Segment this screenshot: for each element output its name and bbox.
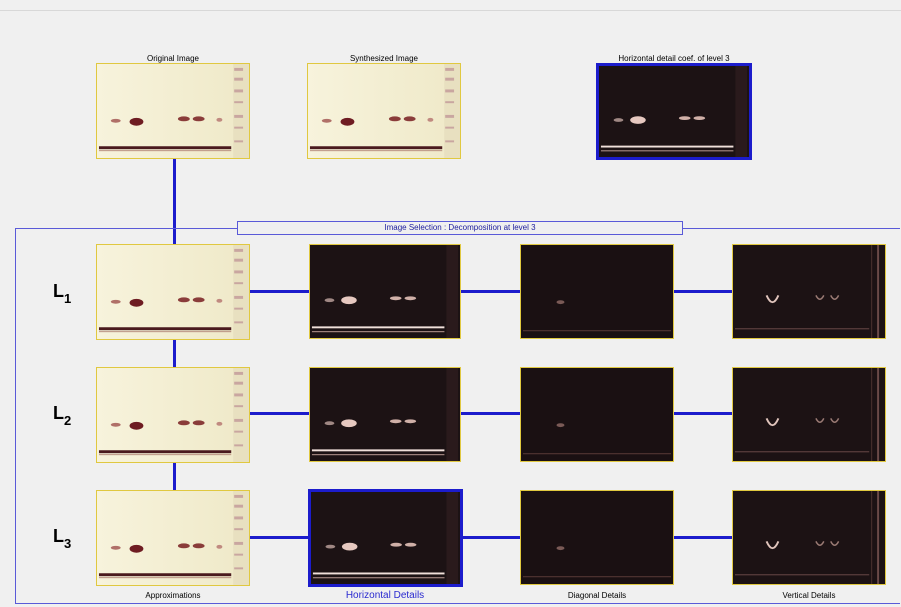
level-2-label: L2 (53, 403, 72, 428)
connector-r3-a-h (250, 536, 309, 539)
connector-r2-a-h (250, 412, 309, 415)
synthesized-image[interactable] (307, 63, 461, 159)
horizontal-detail-level3[interactable] (308, 489, 463, 587)
connector-r3-d-v (674, 536, 732, 539)
diagonal-detail-level2[interactable] (520, 367, 674, 462)
diagonal-detail-level3[interactable] (520, 490, 674, 585)
approximations-caption: Approximations (145, 591, 201, 600)
horizontal-detail-level3-image[interactable] (596, 63, 752, 160)
vertical-detail-level1[interactable] (732, 244, 886, 339)
vertical-detail-level3[interactable] (732, 490, 886, 585)
image-selection-title: Image Selection : Decomposition at level… (237, 221, 683, 235)
connector-original-to-l1 (173, 159, 176, 245)
original-image-title: Original Image (146, 54, 200, 63)
approximation-level3[interactable] (96, 490, 250, 586)
connector-r3-h-d (461, 536, 520, 539)
approximation-level2[interactable] (96, 367, 250, 463)
vertical-detail-level2[interactable] (732, 367, 886, 462)
connector-r2-d-v (674, 412, 732, 415)
diagonal-details-caption: Diagonal Details (567, 591, 627, 600)
connector-r2-h-d (461, 412, 520, 415)
level-1-label: L1 (53, 281, 72, 306)
horizontal-detail-level2[interactable] (309, 367, 461, 462)
connector-a2-a3 (173, 461, 176, 491)
synthesized-image-title: Synthesized Image (349, 54, 419, 63)
connector-r1-h-d (461, 290, 520, 293)
level-3-label: L3 (53, 526, 72, 551)
vertical-details-caption: Vertical Details (782, 591, 836, 600)
horizontal-details-caption[interactable]: Horizontal Details (345, 590, 425, 601)
approximation-level1[interactable] (96, 244, 250, 340)
horizontal-detail-level1[interactable] (309, 244, 461, 339)
diagonal-detail-level1[interactable] (520, 244, 674, 339)
connector-r1-a-h (250, 290, 309, 293)
connector-a1-a2 (173, 338, 176, 368)
connector-r1-d-v (674, 290, 732, 293)
original-image[interactable] (96, 63, 250, 159)
horizontal-detail-title: Horizontal detail coef. of level 3 (618, 54, 730, 63)
top-divider (0, 10, 901, 11)
